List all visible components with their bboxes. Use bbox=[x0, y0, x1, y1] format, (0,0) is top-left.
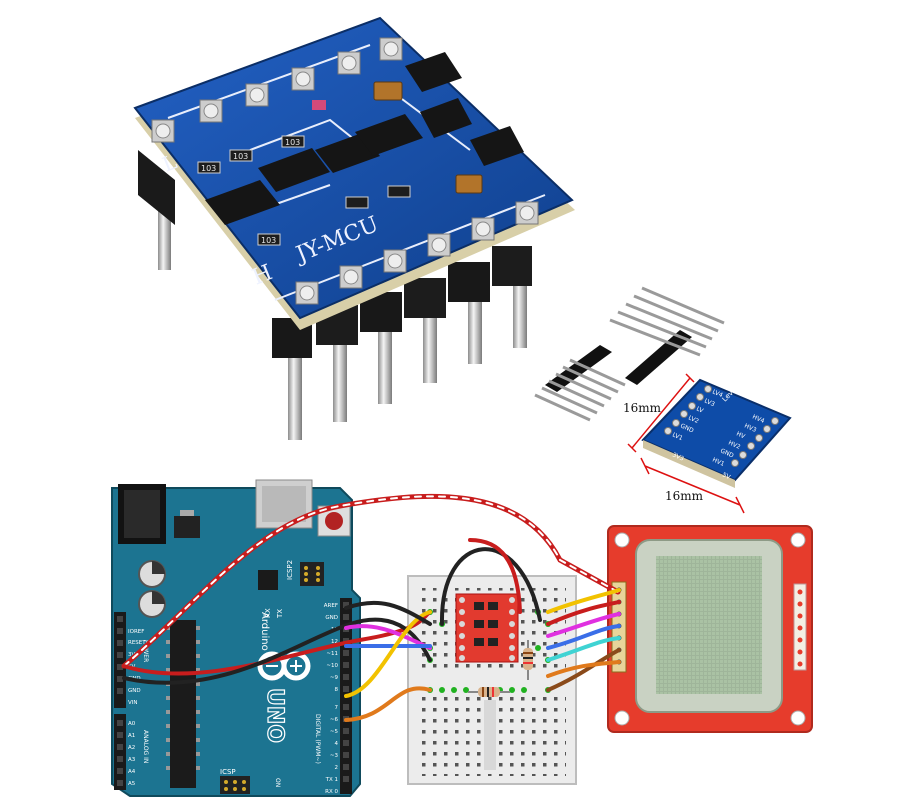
resistor-label: 103 bbox=[233, 152, 248, 161]
level-converter-small: LV4 LV3 LV LV2 GND LV1 HV4 HV3 HV HV2 GN… bbox=[534, 286, 792, 514]
pin-label: 7 bbox=[335, 705, 339, 711]
rx-label: RX bbox=[264, 608, 272, 618]
pin-label: GND bbox=[325, 615, 338, 621]
pin-label: ~3 bbox=[330, 753, 339, 759]
wire-cyan-lcd bbox=[546, 636, 621, 662]
pin-label: A1 bbox=[128, 733, 135, 739]
pin-label: HV bbox=[735, 430, 747, 440]
wires bbox=[121, 493, 621, 722]
level-shifter-module-photo: 103 103 103 103 JY-MCU L H bbox=[133, 16, 575, 440]
wire-red-5v bbox=[122, 610, 432, 676]
pin-label: 3V3 bbox=[671, 451, 685, 462]
resistor-label: 103 bbox=[201, 164, 216, 173]
tx-label: TX bbox=[276, 609, 284, 619]
loose-pin-header-2 bbox=[609, 286, 725, 385]
arduino-brand-label: Arduino bbox=[259, 612, 270, 651]
wire-black-gnd bbox=[122, 617, 432, 685]
breadboard-level-converter bbox=[455, 593, 519, 663]
arduino-model-label: UNO bbox=[262, 688, 287, 743]
power-label: POWER bbox=[142, 640, 149, 662]
dimension-height-label: 16mm bbox=[623, 401, 662, 415]
wire-orange-lcd bbox=[546, 660, 621, 678]
module-pins-bottom bbox=[158, 190, 527, 440]
resistor-label: 103 bbox=[261, 236, 276, 245]
dimension-width-label: 16mm bbox=[665, 489, 704, 503]
pin-label: RX 0 bbox=[325, 789, 338, 795]
resistor bbox=[523, 640, 533, 680]
dimension-lines bbox=[627, 373, 745, 514]
wire-black-arch bbox=[439, 547, 542, 626]
pin-label: 5V bbox=[721, 471, 732, 481]
module-pads-top bbox=[151, 37, 403, 143]
pin-label: LV3 bbox=[703, 397, 716, 408]
pin-label: ~5 bbox=[330, 729, 339, 735]
pin-label: ~9 bbox=[330, 675, 339, 681]
pin-label: 2 bbox=[335, 765, 339, 771]
module-pin-housings bbox=[138, 150, 532, 358]
module-title-label: Level Converter bbox=[721, 358, 765, 404]
pin-label: LV1 bbox=[671, 431, 684, 442]
pin-label: LV bbox=[695, 405, 705, 415]
pin-label: 8 bbox=[335, 687, 339, 693]
pin-label: VIN bbox=[128, 700, 138, 706]
breadboard bbox=[407, 575, 577, 785]
pin-label: 4 bbox=[335, 741, 339, 747]
pin-label: HV3 bbox=[743, 422, 757, 434]
wire-black-gnd-2 bbox=[344, 600, 432, 626]
pin-label: 12 bbox=[331, 639, 338, 645]
pin-label: A0 bbox=[128, 721, 136, 727]
resistor bbox=[468, 687, 510, 697]
pin-label: ~10 bbox=[326, 663, 338, 669]
resistor-label: 103 bbox=[285, 138, 300, 147]
pin-label: GND bbox=[128, 688, 141, 694]
analog-label: ANALOG IN bbox=[142, 730, 149, 763]
pin-label: AREF bbox=[324, 603, 338, 609]
lcd-module bbox=[607, 525, 813, 733]
pin-label: RESET bbox=[128, 640, 146, 646]
pin-label: ~11 bbox=[326, 651, 338, 657]
pin-label: HV2 bbox=[727, 439, 741, 451]
pin-label: IOREF bbox=[128, 629, 144, 635]
pin-label: LV4 bbox=[711, 388, 724, 399]
digital-label: DIGITAL (PWM~) bbox=[314, 714, 321, 764]
wire-blue-lcd bbox=[546, 624, 621, 650]
pin-label: A5 bbox=[128, 781, 136, 787]
wire-red-arch bbox=[468, 538, 522, 614]
wire-orange bbox=[344, 686, 432, 722]
pin-label: HV4 bbox=[751, 413, 765, 425]
icsp-label: ICSP bbox=[220, 768, 236, 776]
wire-brown-lcd bbox=[546, 648, 621, 692]
wire-white-stripe bbox=[123, 495, 619, 667]
pin-label: ~6 bbox=[330, 717, 339, 723]
arduino-uno-board: ICSP2 RX TX Arduino UNO ICSP ON bbox=[111, 479, 361, 797]
pin-label: A2 bbox=[128, 745, 135, 751]
wire-yellow-lcd bbox=[546, 588, 621, 614]
on-label: ON bbox=[274, 778, 281, 787]
loose-pin-header-1 bbox=[534, 345, 626, 422]
wire-red-lcd bbox=[546, 600, 621, 626]
icsp2-label: ICSP2 bbox=[286, 560, 294, 580]
pin-label: HV1 bbox=[711, 456, 725, 468]
pin-label: A3 bbox=[128, 757, 136, 763]
pin-label: TX 1 bbox=[325, 777, 338, 783]
pin-label: LV2 bbox=[687, 414, 700, 425]
module-pads-bottom bbox=[295, 201, 539, 305]
pin-label: A4 bbox=[128, 769, 136, 775]
wire-magenta-lcd bbox=[546, 612, 621, 638]
